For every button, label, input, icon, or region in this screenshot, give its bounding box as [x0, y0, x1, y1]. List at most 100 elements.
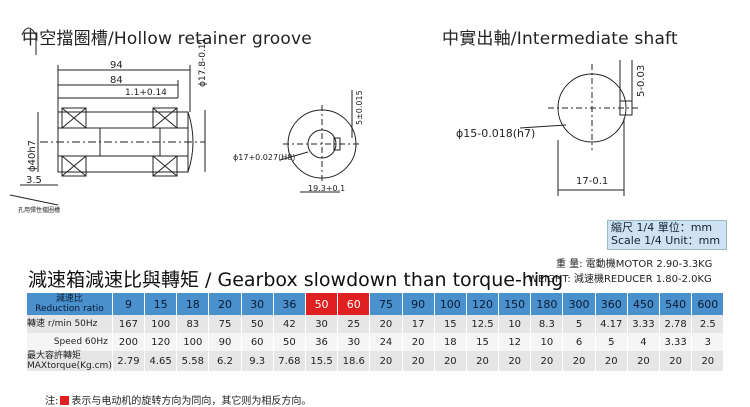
speed50-cell: 42 [273, 315, 306, 333]
torque-cell: 20 [595, 351, 628, 371]
speed50-cell: 167 [112, 315, 146, 333]
speed50-cell: 2.5 [691, 315, 725, 333]
speed60-cell: 100 [176, 333, 210, 351]
speed60-cell: 30 [337, 333, 371, 351]
speed50-cell: 100 [144, 315, 178, 333]
scale-line-en: Scale 1/4 Unit：mm [611, 234, 721, 247]
weight-motor: 重 量: 電動機MOTOR 2.90-3.3KG [556, 259, 713, 270]
speed50-cell: 4.17 [595, 315, 628, 333]
ratio-cell: 36 [273, 293, 306, 315]
speed50-cell: 20 [369, 315, 403, 333]
speed50-cell: 25 [337, 315, 371, 333]
torque-cell: 20 [498, 351, 532, 371]
torque-cell: 9.3 [241, 351, 274, 371]
ratio-cell: 600 [691, 293, 725, 315]
weight-reducer: WEIGHT: 減速機REDUCER 1.80-2.0KG [528, 274, 712, 285]
note-text: 表示与电动机的旋转方向为同向，其它则为相反方向。 [71, 396, 312, 407]
torque-cell: 20 [369, 351, 403, 371]
torque-cell: 20 [434, 351, 467, 371]
torque-cell: 20 [530, 351, 564, 371]
scale-line-cn: 縮尺 1/4 單位：mm [611, 221, 713, 234]
speed60-cell: 120 [144, 333, 178, 351]
bore-dim: ϕ17+0.027(H8) [233, 153, 296, 162]
ratio-cell: 300 [562, 293, 596, 315]
torque-cell: 7.68 [273, 351, 306, 371]
dim-17-8: ϕ17.8-0.11 [198, 37, 208, 87]
page-title: 減速箱減速比與轉矩 / Gearbox slowdown than torque… [28, 269, 564, 291]
dim-3-5: 3.5 [26, 175, 42, 186]
torque-cell: 15.5 [305, 351, 339, 371]
ratio-cell: 360 [595, 293, 628, 315]
speed50-cell: 5 [562, 315, 596, 333]
speed60-cell: 90 [208, 333, 242, 351]
technical-drawings [9, 27, 640, 206]
ratio-cell: 30 [241, 293, 274, 315]
ratio-cell: 75 [369, 293, 403, 315]
speed50-cell: 15 [434, 315, 467, 333]
speed50-cell: 2.78 [659, 315, 693, 333]
red-square-icon [60, 396, 70, 405]
speed60-cell: 50 [273, 333, 306, 351]
speed-label-60: Speed 60Hz [27, 333, 113, 351]
scale-box: 縮尺 1/4 單位：mm Scale 1/4 Unit：mm [607, 220, 727, 250]
note-prefix: 注: [45, 396, 59, 407]
speed50-cell: 8.3 [530, 315, 564, 333]
speed60-cell: 5 [595, 333, 628, 351]
speed-label-cn: 轉速 [27, 319, 46, 329]
speed-label-50: 轉速 r/min 50Hz [27, 315, 113, 333]
ratio-cell: 18 [176, 293, 210, 315]
key-depth: 19.3+0.1 [308, 184, 346, 193]
torque-cell: 20 [562, 351, 596, 371]
speed50-cell: 3.33 [627, 315, 661, 333]
left-drawing-title: 中空擋圈槽/Hollow retainer groove [22, 29, 312, 49]
speed-label-50hz: r/min 50Hz [47, 319, 98, 329]
torque-label-cn: 最大容許轉矩 [27, 351, 82, 361]
ratio-cell: 180 [530, 293, 564, 315]
torque-label-en: MAXtorque(Kg.cm) [27, 361, 112, 371]
ratio-cell: 90 [402, 293, 435, 315]
speed60-cell: 12 [498, 333, 532, 351]
torque-cell: 18.6 [337, 351, 371, 371]
speed60-cell: 3 [691, 333, 725, 351]
groove-tag: 孔用彈性擋圈槽 [18, 207, 61, 214]
speed60-cell: 10 [530, 333, 564, 351]
ratio-cell: 150 [498, 293, 532, 315]
speed50-cell: 10 [498, 315, 532, 333]
dim-94: 94 [110, 60, 123, 71]
footnote: 注: 表示与电动机的旋转方向为同向，其它则为相反方向。 [45, 392, 311, 407]
speed60-cell: 36 [305, 333, 339, 351]
ratio-cell: 15 [144, 293, 178, 315]
speed50-cell: 83 [176, 315, 210, 333]
speed50-cell: 75 [208, 315, 242, 333]
speed60-cell: 4 [627, 333, 661, 351]
speed60-cell: 3.33 [659, 333, 693, 351]
ratio-cell: 100 [434, 293, 467, 315]
right-drawing-title: 中實出軸/Intermediate shaft [442, 29, 678, 49]
shaft-diameter: ϕ15-0.018(h7) [456, 127, 536, 140]
ratio-label-en: Reduction ratio [35, 304, 104, 314]
ratio-cell: 450 [627, 293, 661, 315]
speed60-cell: 200 [112, 333, 146, 351]
torque-cell: 4.65 [144, 351, 178, 371]
speed60-cell: 6 [562, 333, 596, 351]
speed60-cell: 15 [466, 333, 500, 351]
dim-groove: 1.1+0.14 [125, 88, 167, 98]
ratio-cell: 120 [466, 293, 500, 315]
ratio-cell: 50 [305, 293, 339, 315]
torque-cell: 5.58 [176, 351, 210, 371]
ratio-label-cn: 減速比 [55, 294, 83, 304]
ratio-cell: 20 [208, 293, 242, 315]
key-width: 5±0.015 [355, 90, 364, 125]
speed50-cell: 12.5 [466, 315, 500, 333]
dim-40h7: ϕ40h7 [27, 139, 38, 172]
speed60-cell: 18 [434, 333, 467, 351]
dim-84: 84 [110, 75, 123, 86]
ratio-cell: 540 [659, 293, 693, 315]
torque-cell: 2.79 [112, 351, 146, 371]
torque-cell: 20 [466, 351, 500, 371]
speed50-cell: 50 [241, 315, 274, 333]
